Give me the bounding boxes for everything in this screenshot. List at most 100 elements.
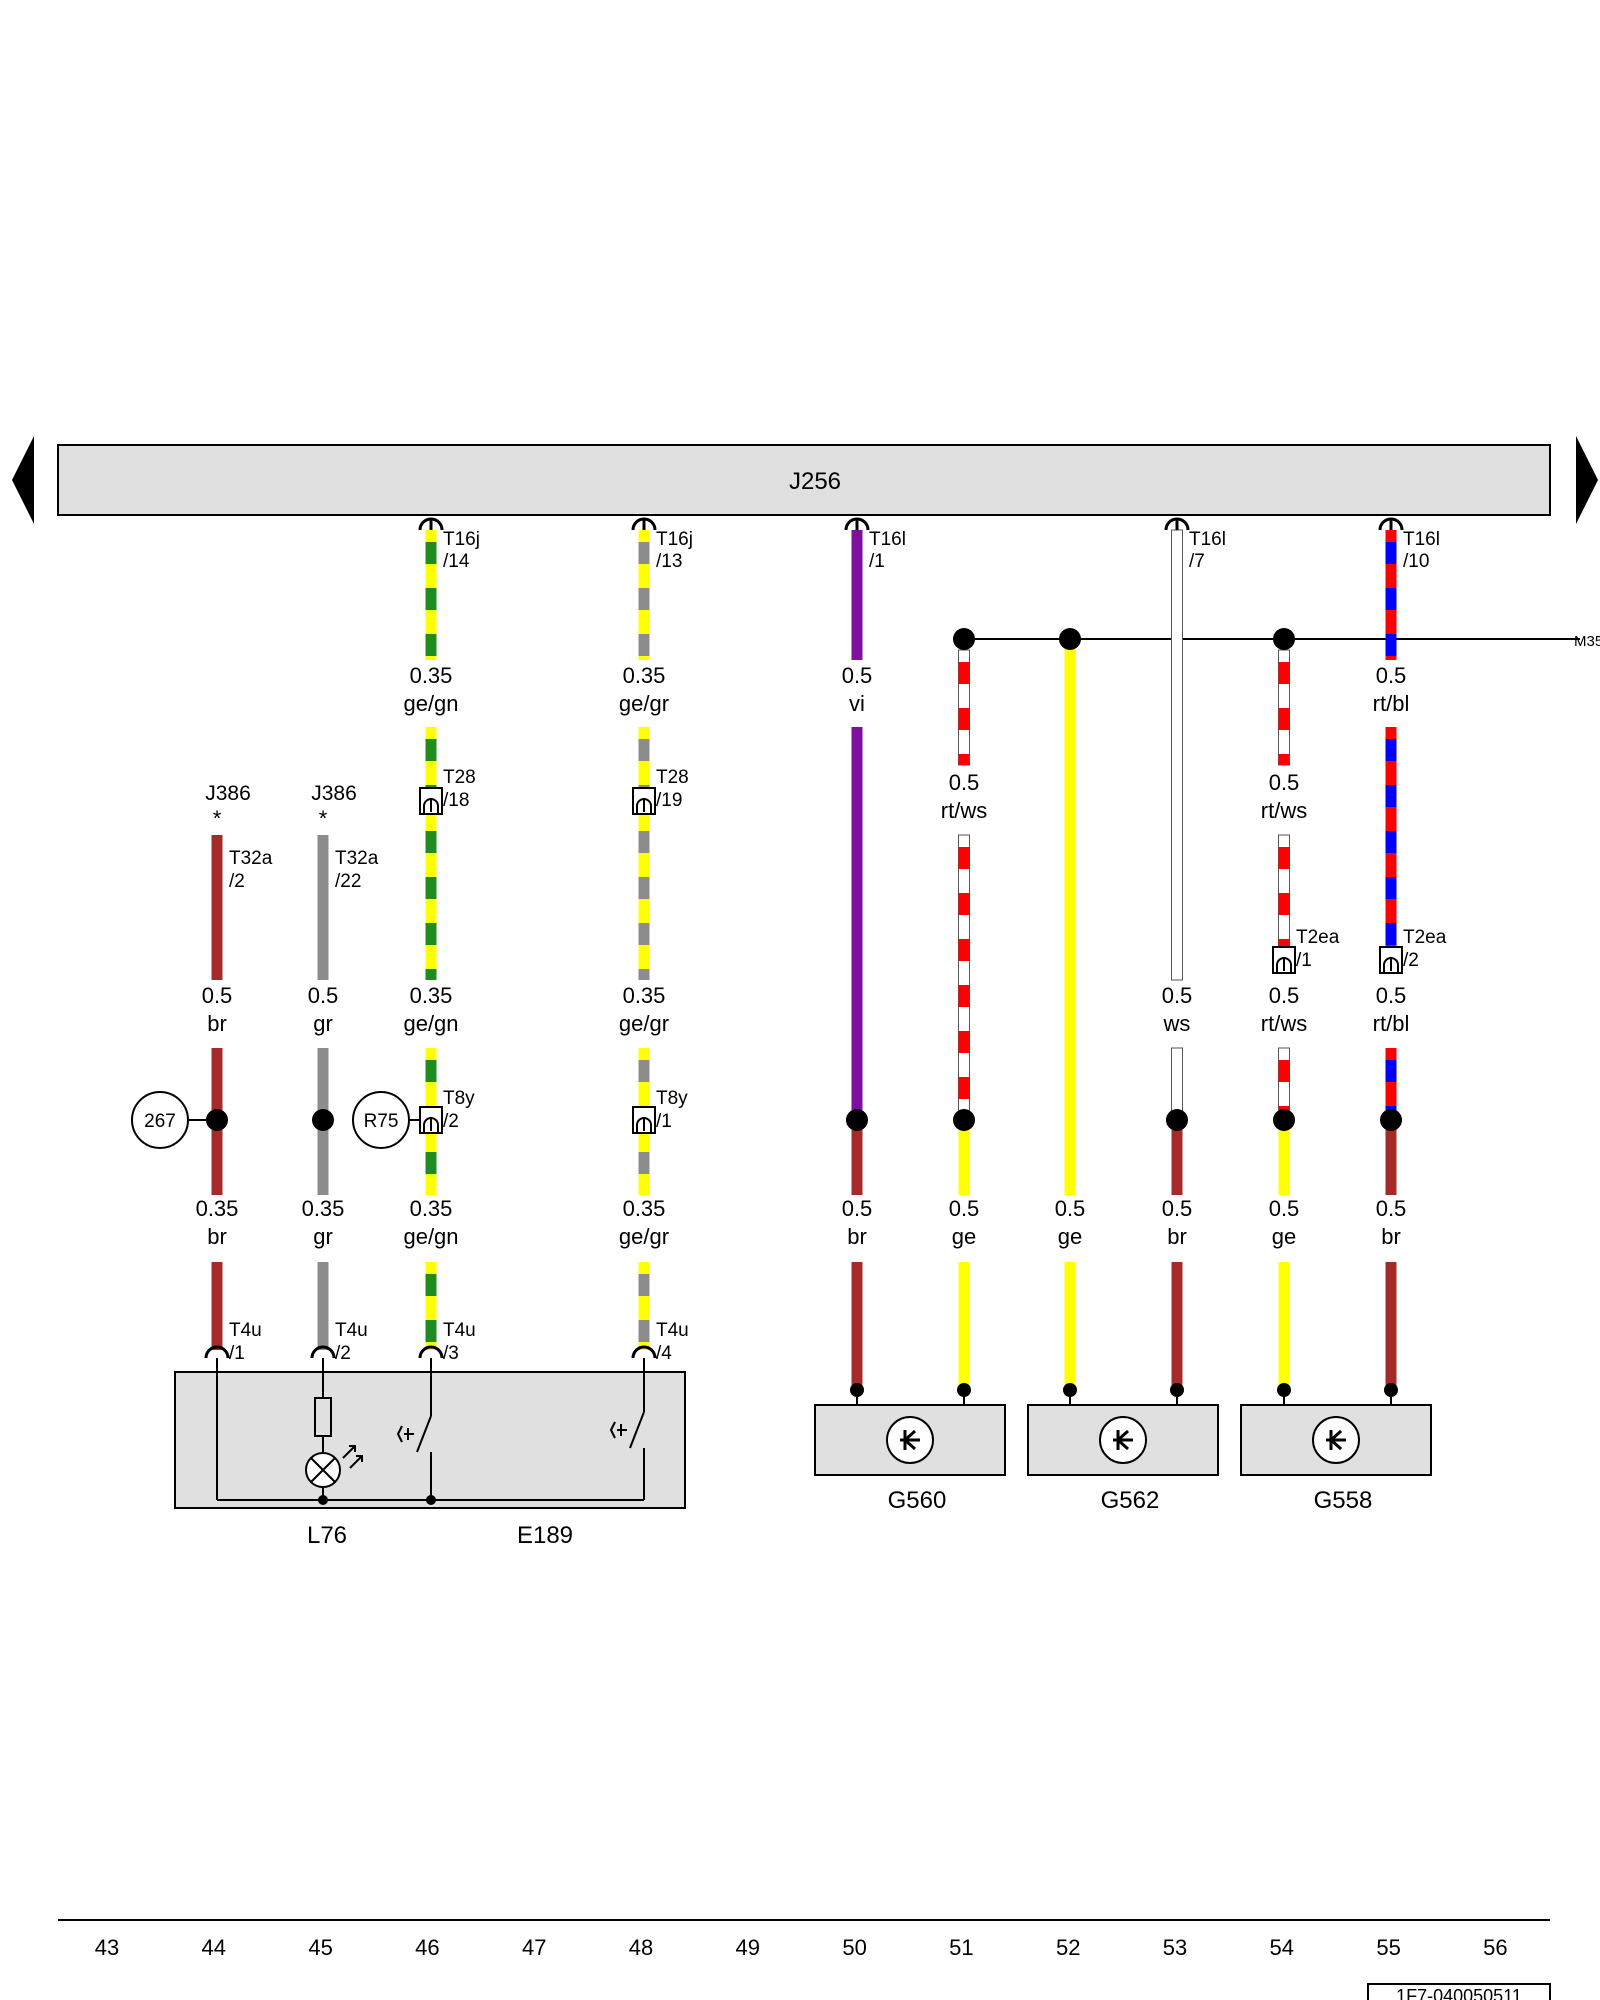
wire-segment: [317, 835, 329, 980]
svg-text:G560: G560: [888, 1487, 947, 1514]
mid-connector-4: T2ea /2: [1379, 927, 1447, 974]
wire-segment: [851, 530, 863, 660]
connector-pin: /14: [443, 551, 470, 572]
wire-label-row3: 0.5 br 0.5 gr 0.35 ge/gn 0.35 ge/gr 0.5 …: [202, 983, 1410, 1036]
column-number: 51: [949, 1935, 973, 1960]
wire-segment: [851, 1262, 863, 1390]
wire-segment: [851, 727, 863, 1120]
column-number: 53: [1163, 1935, 1187, 1960]
svg-text:*: *: [319, 806, 328, 831]
wire-stripe: [1278, 893, 1290, 915]
svg-text:ge: ge: [1058, 1224, 1082, 1249]
wire-stripe: [425, 588, 437, 610]
wire-segment: [1064, 1262, 1076, 1390]
low-connector-1: T8y /2: [419, 1088, 475, 1134]
bottom-connector-1: T4u /1: [204, 1320, 262, 1364]
svg-text:/2: /2: [1403, 950, 1419, 971]
wire-stripe: [958, 708, 970, 730]
wire-stripe: [638, 877, 650, 899]
connector-symbol-icon: [1383, 957, 1399, 973]
wire-stripe: [958, 662, 970, 684]
svg-text:0.5: 0.5: [202, 983, 233, 1008]
svg-text:/1: /1: [229, 1343, 245, 1364]
wire-stripe: [425, 739, 437, 761]
wire-stripe: [1278, 662, 1290, 684]
svg-text:0.35: 0.35: [623, 1196, 666, 1221]
svg-text:0.5: 0.5: [1376, 1196, 1407, 1221]
svg-text:ge: ge: [1272, 1224, 1296, 1249]
wire-label-row2: 0.5 rt/ws 0.5 rt/ws: [941, 770, 1307, 823]
connector-id: T16l: [869, 529, 906, 550]
wire-stripe: [425, 969, 437, 980]
svg-text:0.5: 0.5: [842, 663, 873, 688]
wire-stripe: [425, 542, 437, 564]
wire-stripe: [425, 831, 437, 853]
wire-stripe: [638, 1152, 650, 1174]
junction-dot: [1380, 1109, 1402, 1131]
wire-stripe: [638, 1320, 650, 1342]
wire-segment: [317, 1262, 329, 1350]
wire-segment: [638, 1262, 650, 1350]
column-number: 48: [629, 1935, 653, 1960]
mid-connector-2: T28 /19: [632, 767, 689, 815]
wire-stripe: [638, 831, 650, 853]
svg-text:0.5: 0.5: [1269, 770, 1300, 795]
svg-text:0.5: 0.5: [1269, 1196, 1300, 1221]
svg-text:T4u: T4u: [443, 1320, 476, 1341]
wire-stripe: [1385, 923, 1397, 945]
connector-symbol-icon: [204, 1345, 230, 1359]
connector-id: T16l: [1189, 529, 1226, 550]
svg-text:0.5: 0.5: [1055, 1196, 1086, 1221]
reference-circle-267[interactable]: 267: [131, 1091, 189, 1149]
mid-connector-1: T28 /18: [419, 767, 476, 815]
wire-stripe: [1385, 877, 1397, 899]
column-number: 45: [308, 1935, 332, 1960]
wire-stripe: [425, 923, 437, 945]
svg-text:0.5: 0.5: [1162, 983, 1193, 1008]
scroll-left-arrow[interactable]: [12, 436, 34, 524]
svg-text:T32a: T32a: [335, 848, 379, 869]
svg-text:G558: G558: [1314, 1487, 1373, 1514]
connector-id: T16j: [443, 529, 480, 550]
top-connector-5: T16l /10: [1378, 517, 1440, 572]
sensor-g562: G562: [1027, 1404, 1219, 1514]
svg-text:rt/ws: rt/ws: [1261, 1011, 1307, 1036]
wire-stripe: [638, 969, 650, 980]
wire-segment: [958, 1120, 970, 1195]
scroll-right-arrow[interactable]: [1576, 436, 1598, 524]
wire-label-row1: 0.35 ge/gn 0.35 ge/gr 0.5 vi 0.5 rt/bl: [403, 663, 1409, 716]
sensor-g560: G560: [814, 1404, 1006, 1514]
wire-segment: [425, 1262, 437, 1350]
wire-stripe: [1385, 542, 1397, 564]
svg-text:/2: /2: [443, 1111, 459, 1132]
svg-text:T2ea: T2ea: [1403, 927, 1447, 948]
connector-symbol-icon: [310, 1345, 336, 1359]
wire-stripe: [425, 877, 437, 899]
wire-stripe: [638, 1060, 650, 1082]
column-number: 54: [1270, 1935, 1294, 1960]
svg-text:0.5: 0.5: [949, 770, 980, 795]
connector-symbol-icon: [636, 1117, 652, 1133]
wire-stripe: [958, 1031, 970, 1053]
junction-dot: [1273, 628, 1295, 650]
wire-stripe: [1385, 785, 1397, 807]
wire-stripe: [1385, 634, 1397, 656]
wire-stripe: [1385, 1060, 1397, 1082]
bottom-connector-3: T4u /3: [418, 1320, 476, 1364]
connector-pin: /7: [1189, 551, 1205, 572]
svg-text:J386: J386: [205, 782, 251, 805]
reference-circle-r75[interactable]: R75: [352, 1091, 410, 1149]
wire-segment: [958, 1262, 970, 1390]
wire-stripe: [1385, 739, 1397, 761]
wire-segment: [1385, 1120, 1397, 1195]
wire-segment: [1171, 1120, 1183, 1195]
bottom-connector-4: T4u /4: [631, 1320, 689, 1364]
junction-dot: [318, 1495, 328, 1505]
wire-stripe: [638, 1274, 650, 1296]
svg-text:T4u: T4u: [656, 1320, 689, 1341]
svg-text:267: 267: [144, 1111, 176, 1132]
wire-stripe: [958, 1077, 970, 1099]
svg-text:/1: /1: [656, 1111, 672, 1132]
